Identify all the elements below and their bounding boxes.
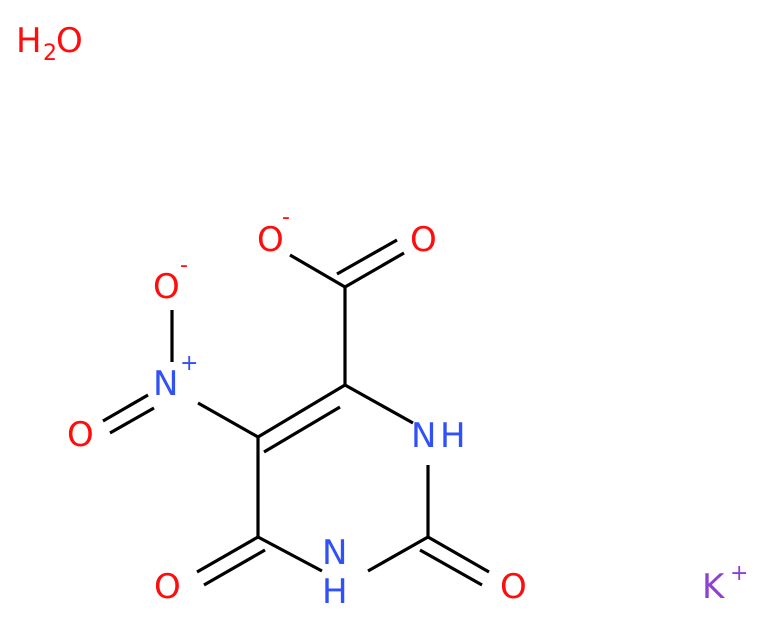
bond-c4-o-a [196, 535, 259, 574]
water-oxygen: O [56, 21, 83, 61]
atom-o-carboxyl: O [410, 220, 437, 260]
atom-o-carboxylate: O [257, 220, 284, 260]
bond-c6-n1 [344, 383, 414, 425]
atom-n3: N [322, 533, 347, 573]
charge-o-carboxylate: - [282, 205, 290, 230]
water-label: H 2 O [16, 21, 83, 66]
bond-n3-c4 [257, 535, 323, 573]
bond-nnitro-odouble-b [109, 406, 155, 435]
bond-ccarboxyl-odouble-b [336, 238, 398, 276]
bond-c2-o-a [427, 535, 490, 574]
bond-c5-c6 [257, 383, 346, 439]
atom-n3-hydrogen: H [322, 572, 348, 612]
atom-o-c4: O [154, 567, 181, 607]
atom-o-nitro-minus: O [153, 267, 180, 307]
bond-ccarboxyl-ominus [289, 253, 346, 289]
atom-o-c2: O [500, 567, 527, 607]
atom-o-nitro-double: O [67, 415, 94, 455]
bond-c5-c6-inner [263, 405, 341, 454]
bond-nnitro-odouble-a [102, 393, 149, 423]
potassium-ion: K [702, 567, 726, 607]
charge-n-nitro: + [180, 351, 198, 376]
bond-c5-nnitro [197, 401, 259, 439]
atom-n1: N [411, 416, 436, 456]
charge-o-nitro: - [180, 253, 188, 278]
water-hydrogen: H [16, 21, 42, 61]
bonds [102, 238, 490, 587]
bond-ccarboxyl-odouble-a [344, 251, 405, 289]
bond-c4-o-b [203, 548, 266, 587]
bond-c2-o-b [419, 548, 483, 587]
atom-n-nitro: N [153, 364, 178, 404]
atom-n1-hydrogen: H [440, 416, 466, 456]
bond-c2-n3 [367, 535, 429, 573]
water-subscript: 2 [43, 41, 57, 66]
potassium-charge: + [730, 561, 748, 586]
